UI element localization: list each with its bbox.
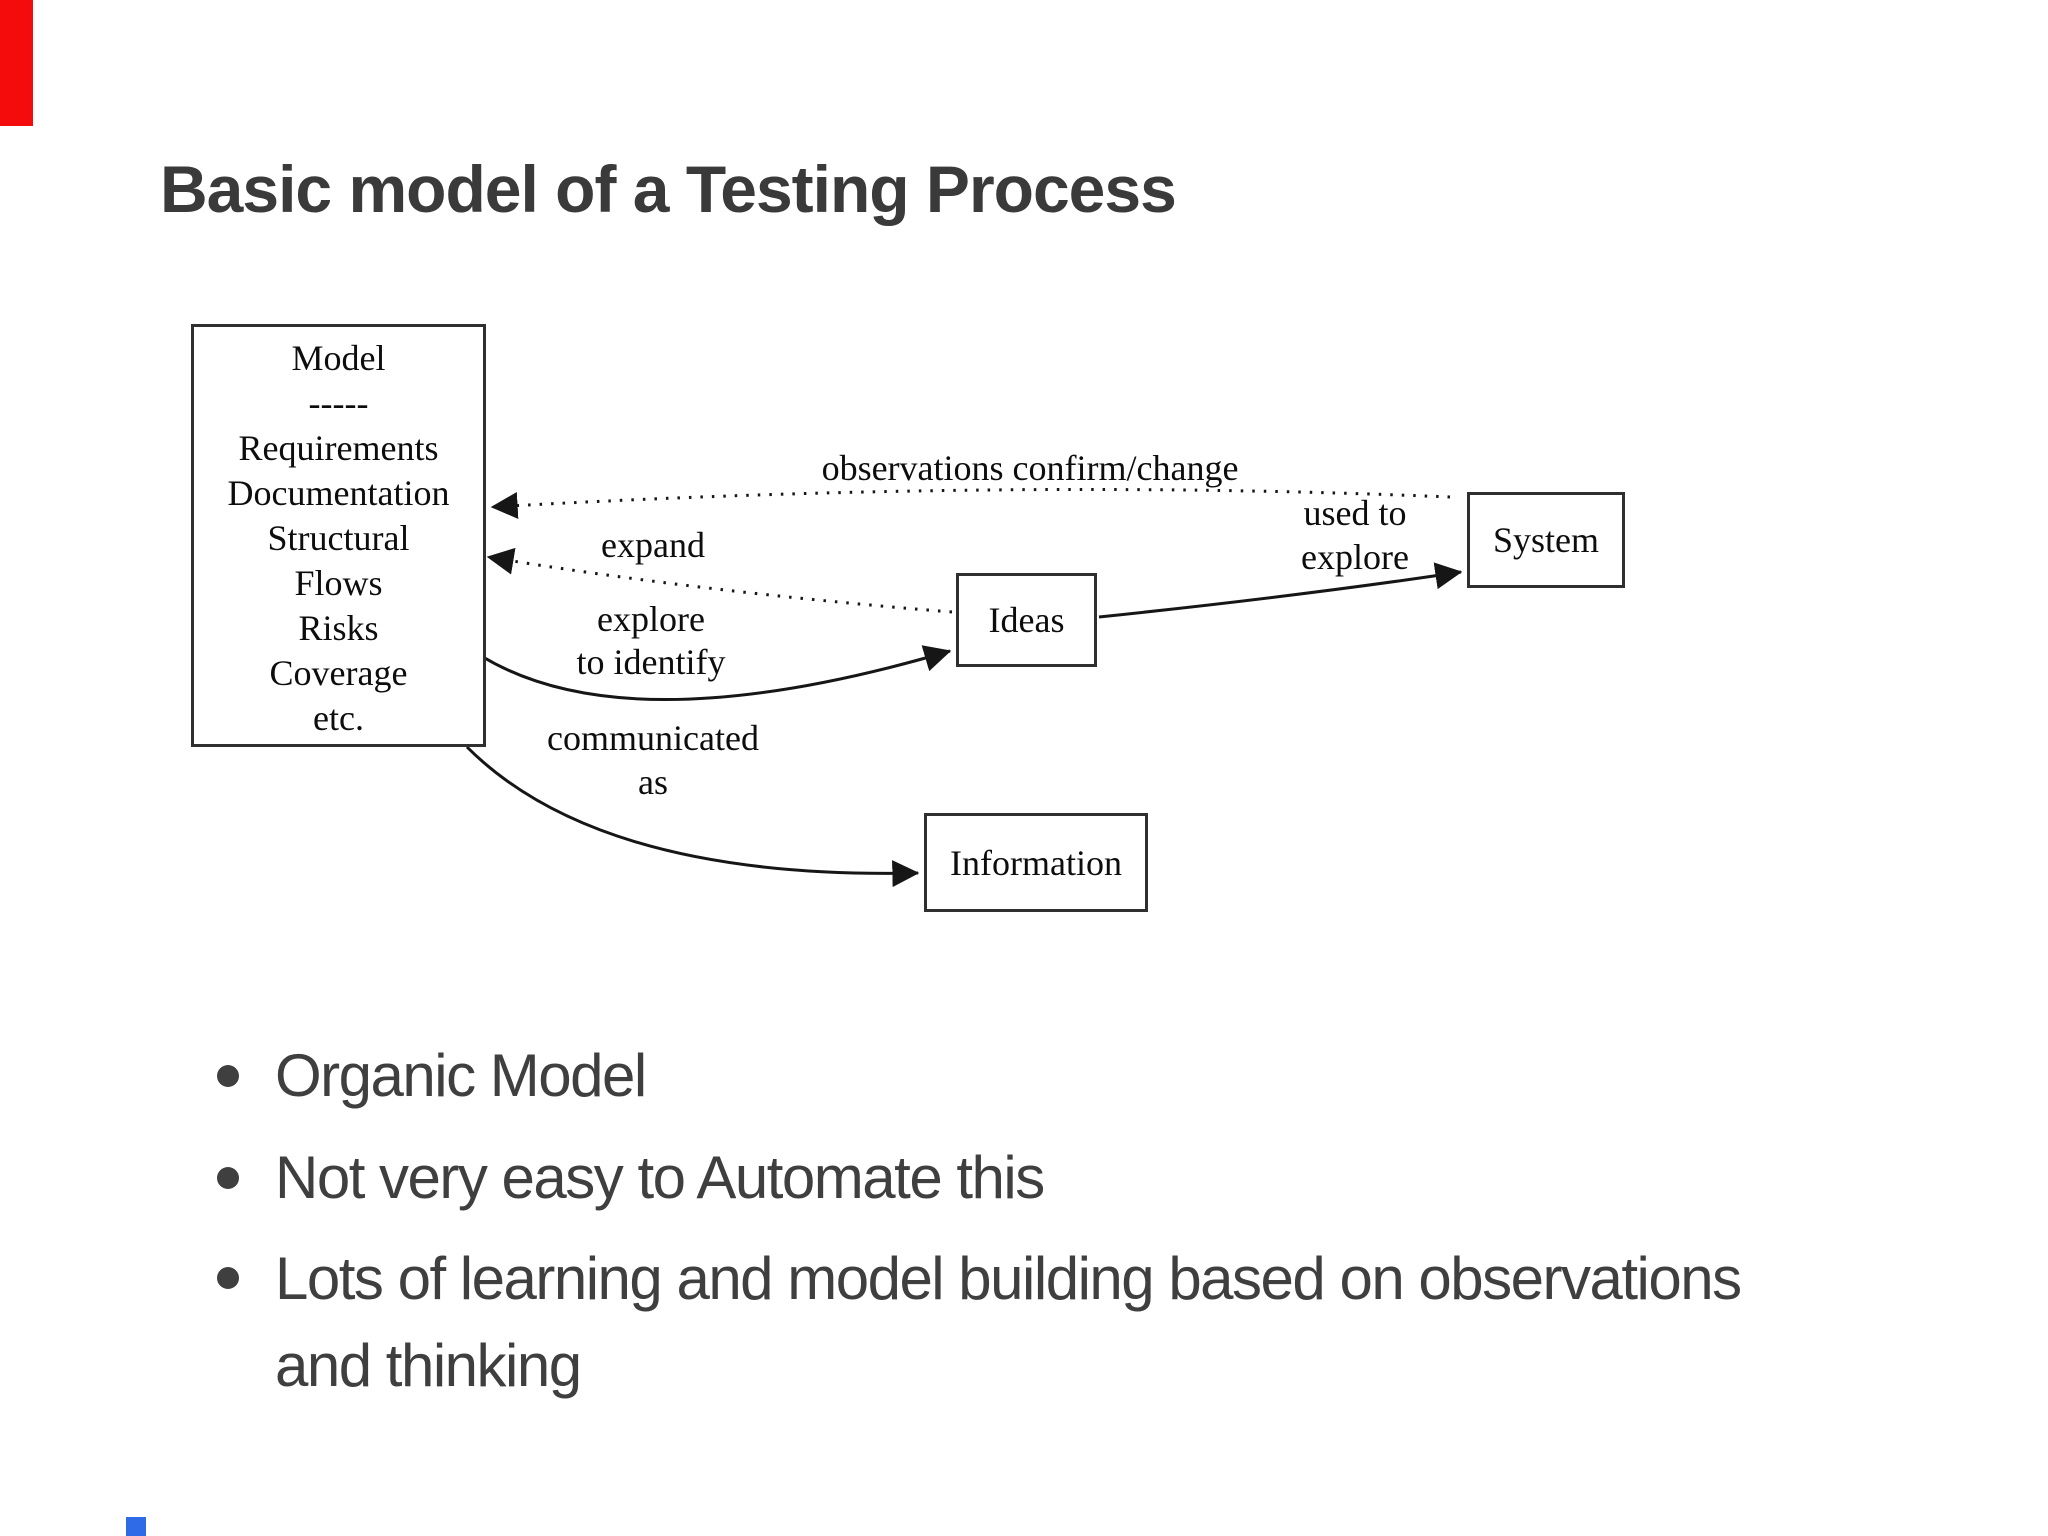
bullet-item: Not very easy to Automate this [275, 1144, 1045, 1211]
edge-model-to-ideas [482, 645, 952, 702]
model-node-line: etc. [313, 698, 364, 738]
edge-label-observations-confirm-change: observations confirm/change [821, 448, 1239, 488]
page-title: Basic model of a Testing Process [160, 152, 1177, 226]
edge-label-expand: expand [601, 525, 705, 565]
bullet-marker [217, 1167, 239, 1189]
model-node-line: Requirements [238, 428, 439, 468]
information-node: Information [924, 813, 1148, 912]
edge-label-communicated-as: communicated as [547, 718, 759, 802]
model-node-line: Structural [267, 518, 410, 558]
edge-ideas-to-model-dotted [486, 547, 953, 614]
model-node-line: Model [291, 338, 386, 378]
model-node: Model ----- Requirements Documentation S… [191, 324, 486, 747]
ideas-node: Ideas [956, 573, 1097, 667]
system-node: System [1467, 492, 1625, 588]
bullet-item: Lots of learning and model building base… [275, 1245, 1742, 1399]
red-corner-mark [0, 0, 33, 126]
edge-label-explore-to-identify: explore to identify [576, 599, 726, 682]
model-node-divider: ----- [308, 383, 369, 423]
information-node-label: Information [950, 842, 1122, 883]
bullet-marker [217, 1267, 239, 1289]
edge-label-used-to-explore: used to explore [1301, 493, 1409, 577]
bullet-item: Organic Model [275, 1042, 647, 1109]
model-node-line: Coverage [269, 653, 408, 693]
model-node-line: Flows [294, 563, 383, 603]
model-node-line: Risks [298, 608, 379, 648]
edge-model-to-information [465, 745, 920, 888]
blue-corner-mark [126, 1517, 146, 1536]
edge-ideas-to-system [1098, 562, 1463, 619]
system-node-label: System [1492, 520, 1599, 560]
bullet-marker [217, 1065, 239, 1087]
ideas-node-label: Ideas [988, 600, 1065, 640]
model-node-line: Documentation [227, 473, 450, 513]
